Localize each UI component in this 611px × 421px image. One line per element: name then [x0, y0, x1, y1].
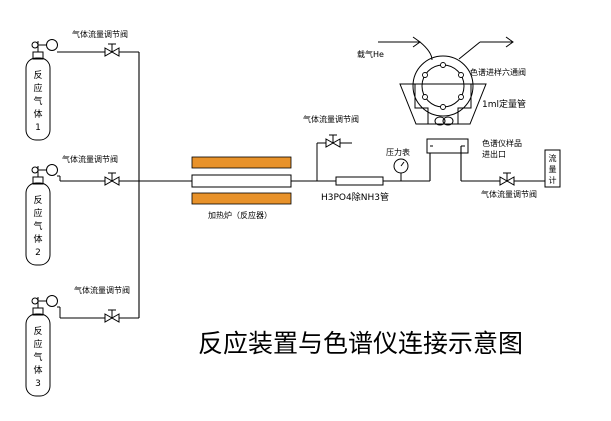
gc-inlet-block	[426, 138, 469, 154]
cyl-3-char: 应	[33, 338, 42, 350]
cyl-1-char: 1	[35, 123, 41, 133]
sample-loop-label: 1ml定量管	[482, 98, 526, 110]
cyl-3-char: 3	[35, 379, 41, 389]
regulator-gauge-icon	[46, 39, 58, 51]
regulator-gauge-icon	[46, 164, 58, 176]
furnace-bottom-heater	[191, 192, 292, 205]
trap-label: H3PO4除NH3管	[321, 191, 389, 203]
regulator-gauge-icon	[46, 295, 58, 307]
six-port-valve	[399, 55, 487, 154]
pressure-gauge-label: 压力表	[386, 147, 410, 157]
gas-cylinder-2: 反 应 气 体 2	[25, 164, 105, 266]
gc-inlet-label-1: 色谱仪样品	[482, 138, 522, 148]
valve-3-label: 气体流量调节阀	[74, 285, 130, 295]
flow-valve-3: 气体流量调节阀	[74, 285, 139, 323]
cyl-1-char: 气	[33, 95, 42, 107]
cyl-2-char: 应	[33, 207, 42, 219]
cyl-2-char: 2	[35, 248, 41, 258]
cyl-2-char: 气	[33, 220, 42, 232]
flow-valve-1: 气体流量调节阀	[72, 29, 139, 57]
valve-1-label: 气体流量调节阀	[72, 29, 128, 39]
cyl-2-char: 体	[33, 233, 42, 245]
furnace-label: 加热炉（反应器）	[208, 210, 272, 220]
flow-valve-4: 气体流量调节阀	[303, 114, 359, 181]
flow-meter-char: 量	[549, 165, 557, 174]
carrier-gas-lines: 载气He	[357, 36, 514, 61]
cyl-1-char: 应	[33, 82, 42, 94]
flow-meter: 流 量 计	[544, 149, 561, 188]
cyl-3-char: 反	[33, 326, 42, 337]
pressure-gauge: 压力表	[386, 147, 410, 181]
cyl-1-char: 体	[33, 108, 42, 120]
six-port-valve-label: 色谱进样六通阀	[470, 67, 526, 77]
furnace-top-heater	[191, 156, 292, 169]
cyl-3-char: 气	[33, 351, 42, 363]
carrier-gas-label: 载气He	[357, 49, 384, 59]
flow-meter-char: 流	[549, 153, 557, 163]
sample-loop-coil	[442, 116, 454, 126]
heating-furnace-reactor: 加热炉（反应器）	[191, 156, 292, 220]
flow-valve-2: 气体流量调节阀	[62, 154, 139, 186]
gas-cylinder-3: 反 应 气 体 3	[25, 295, 105, 397]
cylinder-3-label: 反 应 气 体 3	[33, 326, 42, 389]
cyl-1-char: 反	[33, 70, 42, 81]
flow-meter-char: 计	[549, 175, 557, 185]
reactor-tube	[191, 174, 292, 188]
cylinder-2-label: 反 应 气 体 2	[33, 195, 42, 258]
cyl-3-char: 体	[33, 364, 42, 376]
valve-5-label: 气体流量调节阀	[481, 189, 537, 199]
cylinder-1-label: 反 应 气 体 1	[33, 70, 42, 133]
gc-inlet-label-2: 进出口	[482, 149, 506, 159]
cyl-2-char: 反	[33, 195, 42, 206]
flow-valve-5: 气体流量调节阀	[481, 172, 545, 199]
pressure-gauge-icon	[393, 158, 409, 174]
diagram-title: 反应装置与色谱仪连接示意图	[198, 329, 523, 358]
valve-4-label: 气体流量调节阀	[303, 114, 359, 124]
valve-2-label: 气体流量调节阀	[62, 154, 118, 164]
gas-cylinder-1: 反 应 气 体 1	[25, 39, 105, 141]
